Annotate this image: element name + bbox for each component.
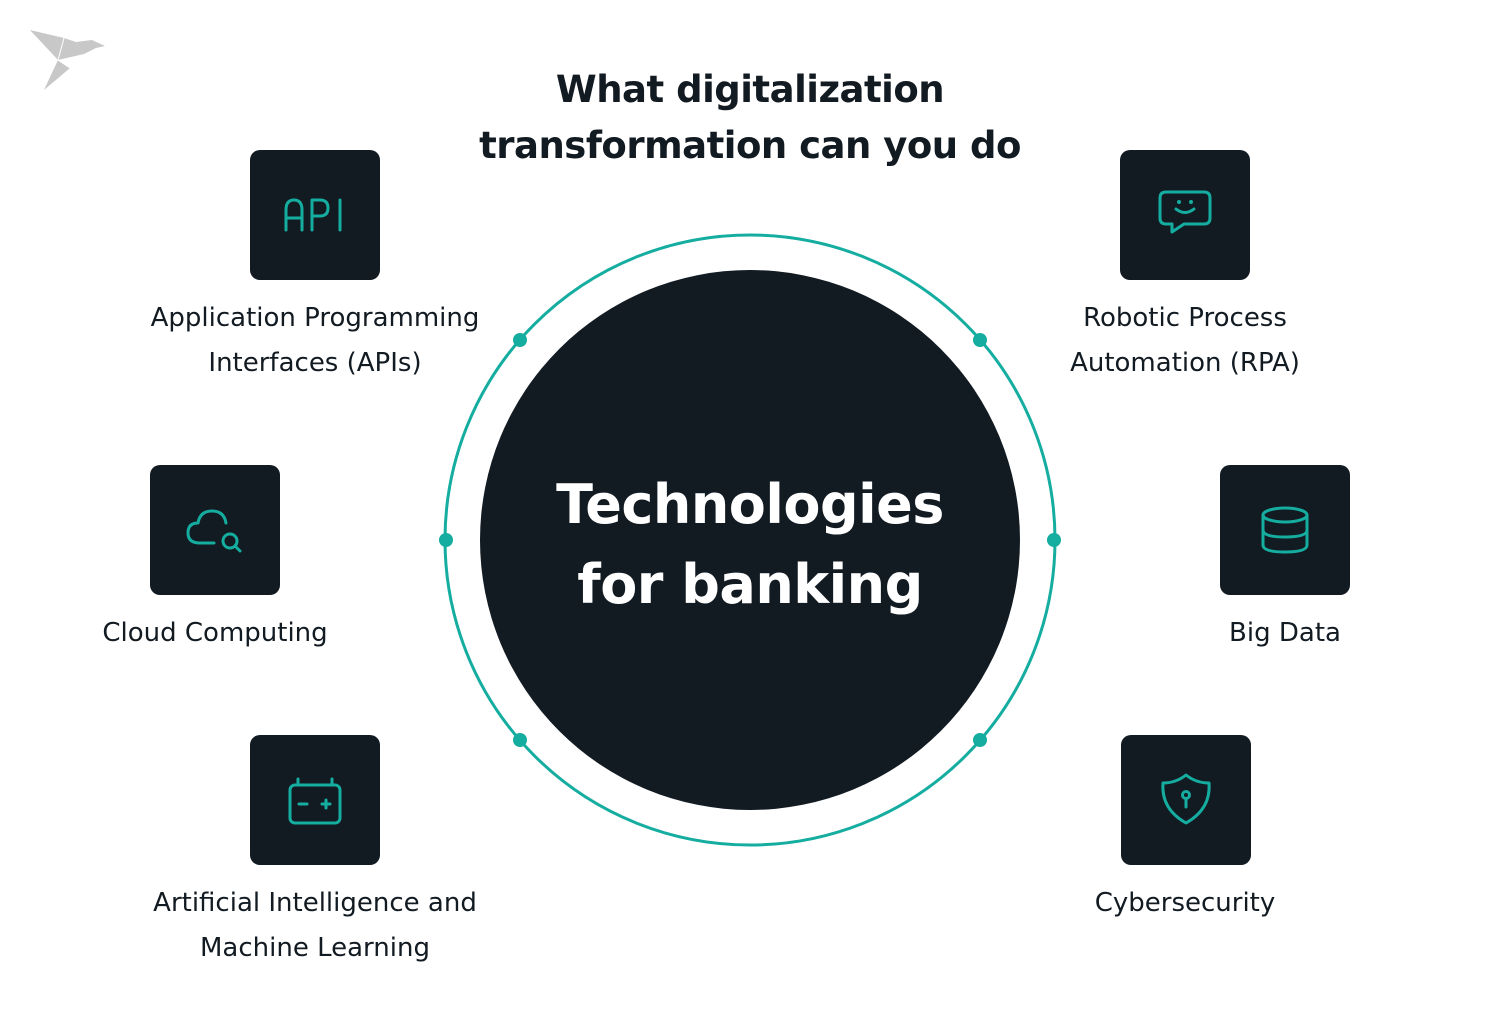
- battery-icon: [288, 777, 342, 825]
- label-line-1: Robotic Process: [1083, 303, 1287, 333]
- center-line-1: Technologies: [556, 473, 944, 536]
- ring-dot: [1047, 533, 1061, 547]
- ring-dot: [439, 533, 453, 547]
- label-bigdata: Big Data: [1155, 611, 1415, 656]
- label-line-1: Application Programming: [150, 303, 480, 333]
- label-line-2: Automation (RPA): [1070, 348, 1300, 378]
- label-cloud: Cloud Computing: [45, 611, 385, 656]
- rpa-tile: [1120, 150, 1250, 280]
- label-line-1: Big Data: [1229, 618, 1341, 648]
- page-title: What digitalization transformation can y…: [450, 62, 1050, 174]
- database-icon: [1261, 506, 1309, 554]
- label-apis: Application Programming Interfaces (APIs…: [95, 296, 535, 386]
- label-line-1: Artificial Intelligence and: [153, 888, 477, 918]
- ai-ml-tile: [250, 735, 380, 865]
- api-icon: [284, 198, 342, 232]
- title-line-2: transformation can you do: [479, 124, 1021, 167]
- brand-logo-bird-icon: [28, 28, 108, 92]
- cloud-search-icon: [186, 509, 242, 553]
- cloud-tile: [150, 465, 280, 595]
- chat-smile-icon: [1158, 190, 1212, 234]
- label-line-2: Machine Learning: [200, 933, 430, 963]
- api-tile: [250, 150, 380, 280]
- cybersecurity-tile: [1121, 735, 1251, 865]
- label-ai-ml: Artificial Intelligence and Machine Lear…: [95, 881, 535, 971]
- label-line-1: Cloud Computing: [102, 618, 328, 648]
- center-heading: Technologies for banking: [480, 465, 1020, 625]
- shield-lock-icon: [1161, 773, 1211, 825]
- label-line-2: Interfaces (APIs): [208, 348, 422, 378]
- ring-dot: [973, 733, 987, 747]
- title-line-1: What digitalization: [555, 68, 945, 111]
- ring-dot: [513, 733, 527, 747]
- label-cybersecurity: Cybersecurity: [1035, 881, 1335, 926]
- label-line-1: Cybersecurity: [1094, 888, 1276, 918]
- bigdata-tile: [1220, 465, 1350, 595]
- center-line-2: for banking: [577, 553, 923, 616]
- label-rpa: Robotic Process Automation (RPA): [985, 296, 1385, 386]
